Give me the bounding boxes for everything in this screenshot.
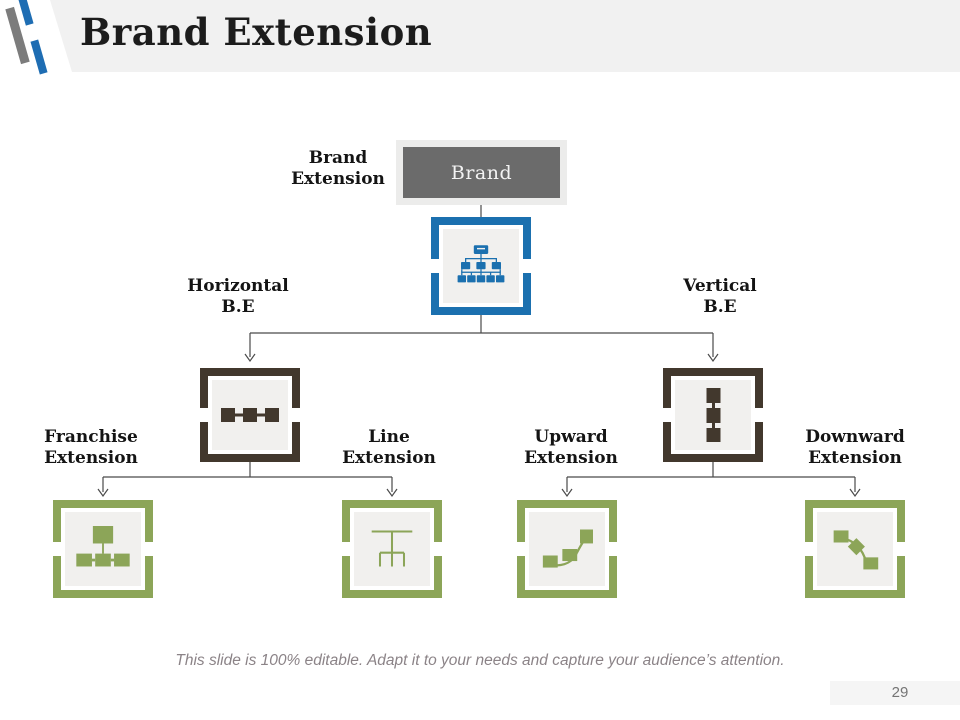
franchise-extension-box-fill (65, 512, 141, 586)
horizontal-be-box-fill (212, 380, 288, 450)
upward-extension-box-fill (529, 512, 605, 586)
header-band (50, 0, 960, 72)
page-title: Brand Extension (80, 10, 433, 54)
tree-lines-icon (371, 530, 413, 567)
sitemap-icon (76, 526, 130, 567)
label-line: Line (368, 427, 410, 447)
label-vertical-be: Vertical B.E (650, 276, 790, 318)
label-horizontal-be: Horizontal B.E (168, 276, 308, 318)
label-line: B.E (221, 297, 255, 317)
label-line: B.E (703, 297, 737, 317)
descending-squares-icon (833, 530, 879, 570)
label-line: Downward (805, 427, 905, 447)
label-line: Extension (524, 448, 618, 468)
upward-extension-box[interactable] (517, 500, 617, 598)
label-line: Upward (534, 427, 608, 447)
label-line-extension: Line Extension (319, 427, 459, 469)
vertical-be-box-fill (675, 380, 751, 450)
label-upward-extension: Upward Extension (501, 427, 641, 469)
org-chart-icon (457, 245, 505, 283)
label-line: Brand (308, 148, 368, 168)
brand-box-label: Brand (403, 147, 560, 198)
franchise-extension-box[interactable] (53, 500, 153, 598)
vertical-be-box[interactable] (663, 368, 763, 462)
brand-structure-box-fill (443, 229, 519, 303)
line-extension-box[interactable] (342, 500, 442, 598)
label-brand-extension: Brand Extension (268, 148, 408, 190)
label-line: Extension (342, 448, 436, 468)
downward-extension-box[interactable] (805, 500, 905, 598)
label-franchise-extension: Franchise Extension (21, 427, 161, 469)
brand-structure-box[interactable] (431, 217, 531, 315)
label-line: Extension (291, 169, 385, 189)
brand-box[interactable]: Brand (396, 140, 567, 205)
label-line: Extension (808, 448, 902, 468)
label-downward-extension: Downward Extension (785, 427, 925, 469)
line-extension-box-fill (354, 512, 430, 586)
three-squares-vertical-icon (706, 388, 720, 442)
label-line: Extension (44, 448, 138, 468)
horizontal-be-box[interactable] (200, 368, 300, 462)
page-number-strip (830, 681, 960, 705)
label-line: Vertical (683, 276, 757, 296)
label-line: Franchise (44, 427, 138, 447)
label-line: Horizontal (187, 276, 289, 296)
page-number: 29 (891, 684, 909, 701)
three-squares-horizontal-icon (221, 408, 279, 422)
footer-note: This slide is 100% editable. Adapt it to… (175, 652, 785, 669)
downward-extension-box-fill (817, 512, 893, 586)
ascending-squares-icon (542, 529, 593, 568)
